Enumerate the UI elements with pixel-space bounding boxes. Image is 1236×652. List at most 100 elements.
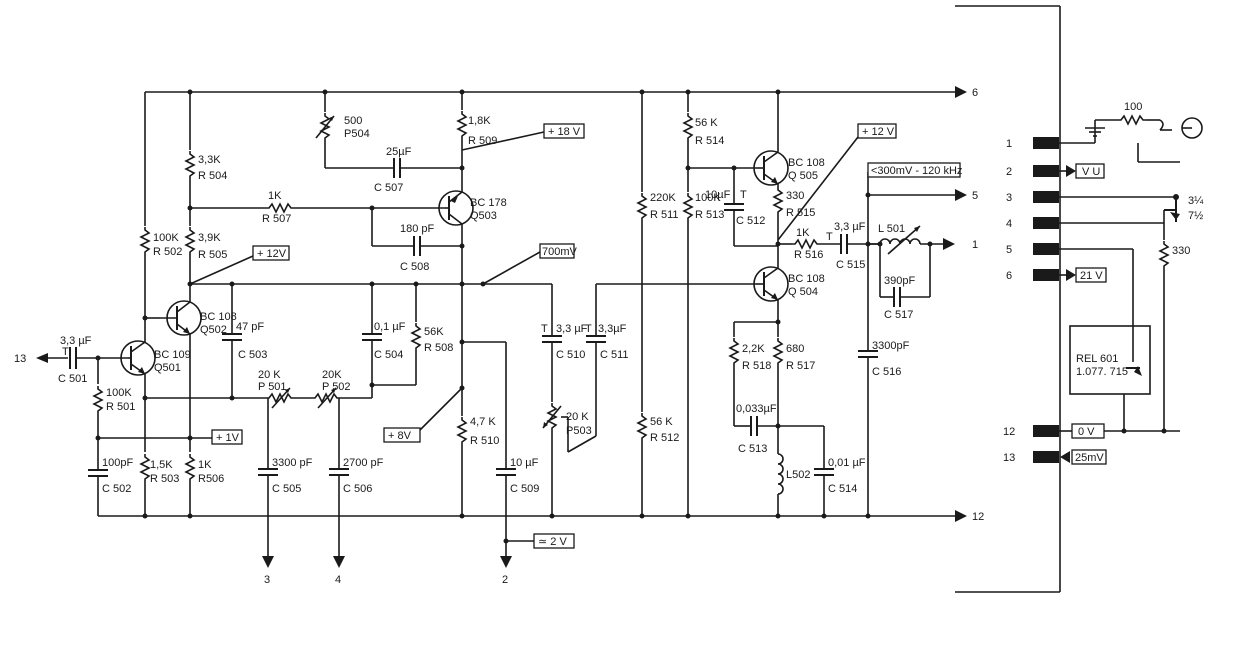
capacitor-c509 [496,468,516,476]
r510-ref: R 510 [470,435,499,447]
r501-ref: R 501 [106,401,135,413]
r516-ref: R 516 [794,249,823,261]
r510-value: 4,7 K [470,416,496,428]
tag-8v: + 8V [388,430,412,442]
junction-dots [95,89,933,544]
r513-value: 100K [695,192,721,204]
transistor-q501 [120,340,156,376]
output-line-1 [943,238,955,250]
r512-value: 56 K [650,416,673,428]
switch-label-a: 3¼ [1188,195,1204,207]
c501-polarity: T [62,346,69,358]
r508-value: 56K [424,326,444,338]
relay-part: 1.077. 715 [1076,366,1128,378]
c511-value: 3,3µF [598,323,627,335]
transistor-q505 [753,150,789,186]
p502-ref: P 502 [322,381,351,393]
r512-ref: R 512 [650,432,679,444]
capacitor-c502 [88,469,108,477]
c509-value: 10 µF [510,457,539,469]
resistor-r515 [773,186,783,216]
c505-ref: C 505 [272,483,301,495]
q503-type: BC 178 [470,197,507,209]
capacitor-c503 [222,333,242,341]
resistor-r516 [791,239,821,249]
input-arrow-13 [36,353,68,363]
pin6-21v: 21 V [1080,270,1103,282]
c511-ref: C 511 [600,349,629,361]
r516-value: 1K [796,227,810,239]
r503-value: 1,5K [150,459,173,471]
resistor-r509 [457,110,467,140]
c502-value: 100pF [102,457,133,469]
r506-value: 1K [198,459,212,471]
capacitor-c505 [258,468,278,476]
r504-value: 3,3K [198,154,221,166]
c517-ref: C 517 [884,309,913,321]
c514-ref: C 514 [828,483,857,495]
tag-18v: + 18 V [548,126,581,138]
r507-ref: R 507 [262,213,291,225]
capacitor-c514 [814,468,834,476]
node-4-label: 4 [335,574,341,586]
tag-2v: ≃ 2 V [538,536,567,548]
c516-value: 3300pF [872,340,910,352]
node-13-label: 13 [14,353,26,365]
r504-ref: R 504 [198,170,227,182]
p503-value: 20 K [566,411,589,423]
relay-ref: REL 601 [1076,353,1118,365]
q502-ref: Q502 [200,324,227,336]
c505-value: 3300 pF [272,457,313,469]
pin-13-label: 13 [1003,452,1015,464]
q504-ref: Q 504 [788,286,818,298]
c510-ref: C 510 [556,349,585,361]
node-3-label: 3 [264,574,270,586]
resistor-r502 [140,226,150,256]
r518-value: 2,2K [742,343,765,355]
q502-type: BC 108 [200,311,237,323]
r517-ref: R 517 [786,360,815,372]
resistor-r507 [265,203,295,213]
c507-value: 25µF [386,146,412,158]
tag-1v: + 1V [216,432,240,444]
c507-ref: C 507 [374,182,403,194]
r508-ref: R 508 [424,342,453,354]
r514-value: 56 K [695,117,718,129]
p504-ref: P504 [344,128,370,140]
c503-ref: C 503 [238,349,267,361]
capacitor-c511 [586,335,606,343]
capacitor-c515 [840,234,848,254]
resistor-r512 [637,412,647,442]
c503-value: 47 pF [236,321,264,333]
q504-type: BC 108 [788,273,825,285]
tag-300mv: <300mV - 120 kHz [871,165,962,177]
c516-ref: C 516 [872,366,901,378]
resistor-r514 [683,112,693,142]
q501-ref: Q501 [154,362,181,374]
resistor-330-conn [1159,240,1169,270]
pin-1-label: 1 [1006,138,1012,150]
ground-rail [98,510,967,522]
pin2-vu: V U [1082,166,1100,178]
r507-value: 1K [268,190,282,202]
panel-outline [955,5,1061,593]
r515-value: 330 [786,190,804,202]
r511-value: 220K [650,192,676,204]
transistor-q502 [160,300,202,336]
r506-ref: R506 [198,473,224,485]
p501-value: 20 K [258,369,281,381]
capacitor-c513 [750,416,758,436]
p502-value: 20K [322,369,342,381]
pin-2-label: 2 [1006,166,1012,178]
p501-ref: P 501 [258,381,287,393]
switch-label-b: 7½ [1188,210,1203,222]
c506-value: 2700 pF [343,457,384,469]
pin-4-label: 4 [1006,218,1012,230]
c515-value: 3,3 µF [834,221,866,233]
r505-value: 3,9K [198,232,221,244]
q505-ref: Q 505 [788,170,818,182]
q505-type: BC 108 [788,157,825,169]
p504-value: 500 [344,115,362,127]
c517-value: 390pF [884,275,915,287]
